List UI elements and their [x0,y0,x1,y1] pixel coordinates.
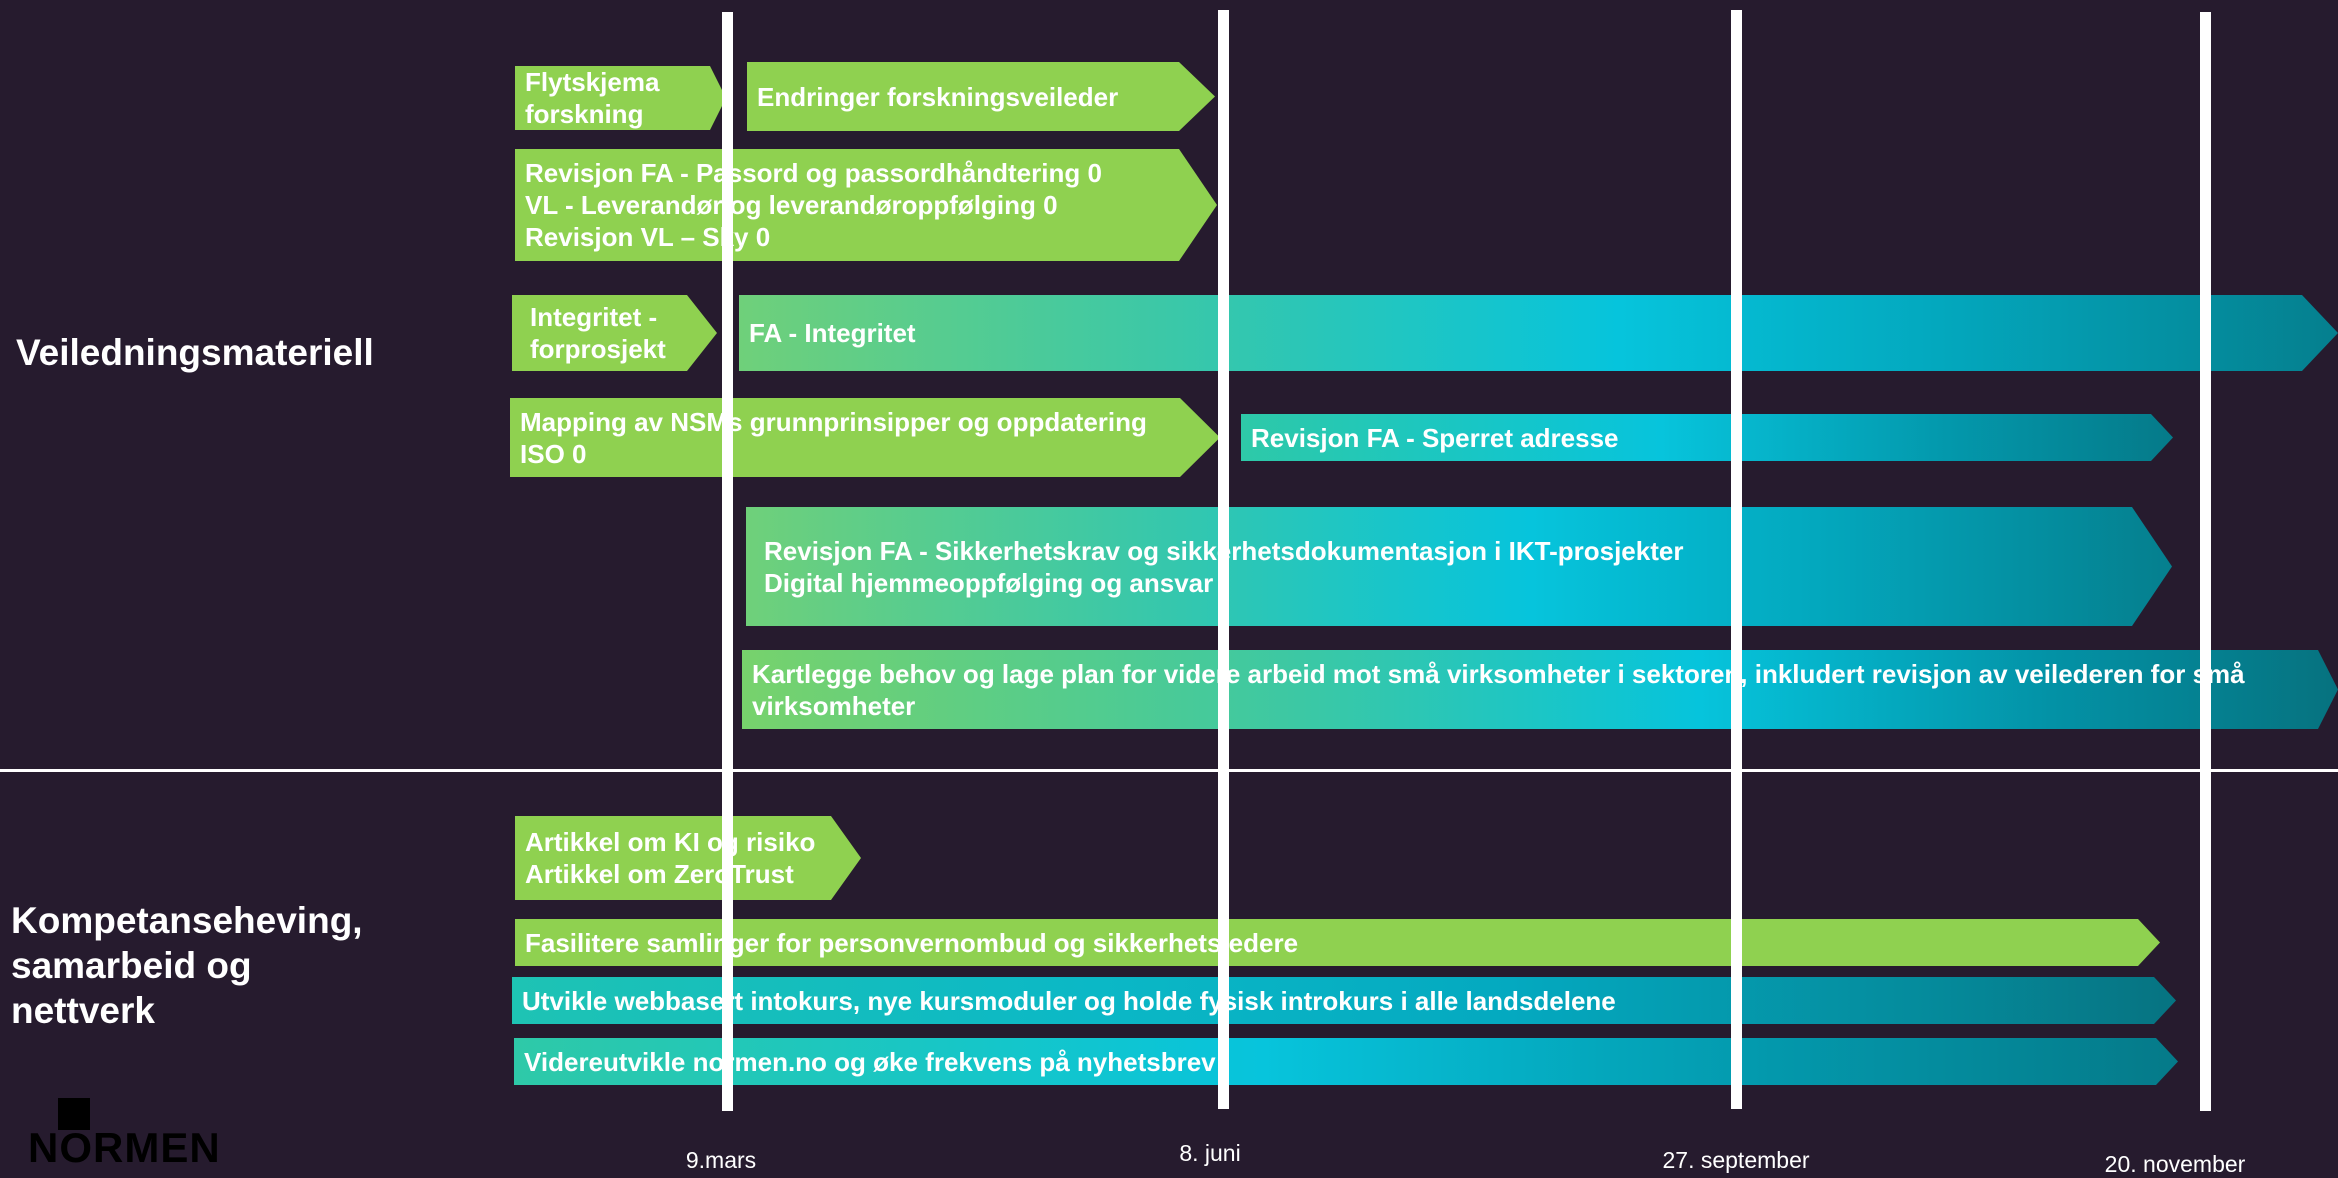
logo-square-icon [58,1098,90,1130]
timeline-line-8-juni [1218,10,1229,1109]
arrow-fasilitere-samlinger: Fasilitere samlinger for personvernombud… [515,919,2160,966]
date-label-8-juni: 8. juni [1179,1140,1241,1166]
date-label-20-november: 20. november [2104,1151,2246,1177]
normen-logo: NORMEN [28,1098,228,1170]
arrow-videreutvikle-normen-no: Videreutvikle normen.no og øke frekvens … [514,1038,2178,1085]
date-label-9-mars: 9.mars [685,1147,757,1173]
arrow-revisjon-sperret-adresse: Revisjon FA - Sperret adresse [1241,414,2173,461]
arrow-utvikle-webbasert-introkurs: Utvikle webbasert intokurs, nye kursmodu… [512,977,2176,1024]
section-label-veiledningsmateriell: Veiledningsmateriell [16,332,374,373]
arrow-artikler-ki-zerotrust: Artikkel om KI og risiko Artikkel om Zer… [515,816,861,900]
arrow-flytskjema-forskning: Flytskjema forskning [515,66,726,130]
arrow-mapping-nsm-grunnprinsipper: Mapping av NSMs grunnprinsipper og oppda… [510,398,1220,477]
timeline-line-27-september [1731,10,1742,1109]
date-label-27-september: 27. september [1662,1147,1810,1173]
timeline-line-20-november [2200,12,2211,1111]
arrow-integritet-forprosjekt: Integritet - forprosjekt [512,295,717,371]
timeline-line-9-mars [722,12,733,1111]
logo-text: NORMEN [28,1124,221,1171]
arrow-revisjon-passord-leverandor-sky: Revisjon FA - Passord og passordhåndteri… [515,149,1217,261]
arrow-endringer-forskningsveileder: Endringer forskningsveileder [747,62,1215,131]
section-divider [0,769,2338,772]
arrow-kartlegge-behov-sma-virksomheter: Kartlegge behov og lage plan for videre … [742,650,2338,729]
arrow-fa-integritet: FA - Integritet [739,295,2338,371]
arrow-revisjon-sikkerhetskrav-ikt: Revisjon FA - Sikkerhetskrav og sikkerhe… [746,507,2172,626]
section-label-kompetanseheving: Kompetanseheving, samarbeid og nettverk [11,900,363,1031]
